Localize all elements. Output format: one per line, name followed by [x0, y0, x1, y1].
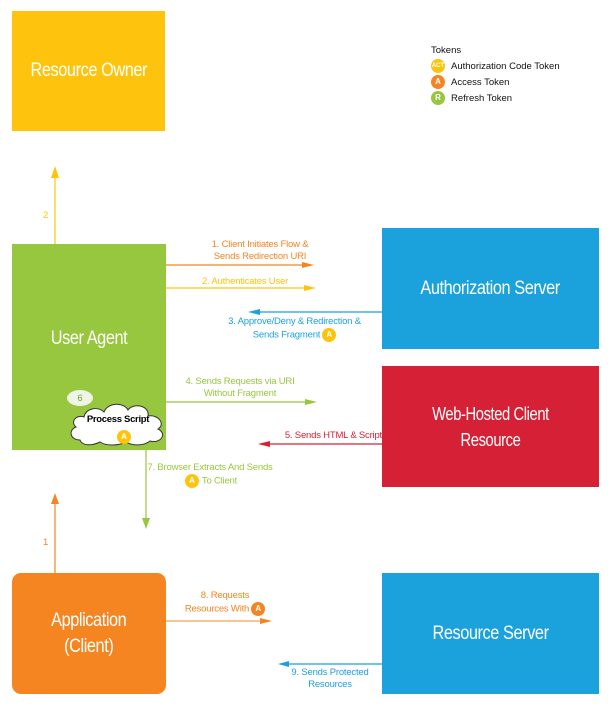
process-script-label: Process Script — [86, 414, 150, 425]
step-9-line2: Resources — [308, 679, 352, 690]
authorization-server-node: Authorization Server — [382, 228, 599, 349]
application-client-label: Application (Client) — [51, 608, 127, 660]
legend-item-label: Access Token — [451, 76, 510, 88]
step-4-line2: Without Fragment — [203, 388, 277, 399]
resource-server-label: Resource Server — [432, 622, 549, 644]
resource-server-node: Resource Server — [382, 573, 599, 694]
step-9-head — [278, 661, 289, 667]
resource-owner-node: Resource Owner — [12, 11, 165, 131]
step-3-line1: 3. Approve/Deny & Redirection & — [228, 316, 361, 327]
step-4-line1: 4. Sends Requests via URI — [185, 376, 295, 387]
legend-item: R Refresh Token — [431, 90, 560, 106]
application-label-line2: (Client) — [64, 635, 114, 657]
access-token-icon: A — [184, 474, 199, 488]
token-legend: Tokens ACT Authorization Code Token A Ac… — [431, 45, 560, 106]
step-7-line1: 7. Browser Extracts And Sends — [147, 462, 273, 473]
application-client-node: Application (Client) — [12, 573, 166, 694]
legend-item: ACT Authorization Code Token — [431, 58, 560, 74]
legend-item: A Access Token — [431, 74, 560, 90]
arrow-2-label: 2 — [43, 210, 49, 221]
step-5-line1: 5. Sends HTML & Script — [284, 430, 382, 441]
cloud-icon — [70, 403, 163, 446]
cloud-token-badge: A — [117, 428, 132, 444]
step-1-line1: 1. Client Initiates Flow & — [211, 239, 309, 250]
step-3-label: 3. Approve/Deny & Redirection & Sends Fr… — [207, 316, 382, 342]
access-token-icon: A — [431, 75, 445, 89]
user-agent-label: User Agent — [50, 328, 128, 349]
legend-item-label: Authorization Code Token — [451, 60, 560, 72]
step-1-head — [302, 262, 314, 268]
step-4-head — [305, 399, 317, 405]
application-label-line1: Application — [51, 609, 127, 631]
authorization-server-label: Authorization Server — [420, 277, 561, 299]
legend-title: Tokens — [431, 45, 462, 56]
step-4-label: 4. Sends Requests via URI Without Fragme… — [165, 376, 315, 400]
step-8-line1: 8. Requests — [200, 590, 250, 601]
step-9-line1: 9. Sends Protected — [291, 667, 369, 678]
step-5-head — [258, 441, 270, 447]
access-token-icon: A — [117, 429, 131, 444]
arrow-1-head — [51, 493, 59, 504]
step-8-head — [260, 618, 272, 624]
step-2-head — [304, 285, 316, 291]
web-hosted-client-node: Web-Hosted Client Resource — [382, 366, 599, 487]
resource-owner-label: Resource Owner — [30, 60, 147, 81]
step-1-line2: Sends Redirection URI — [213, 251, 307, 262]
step-9-label: 9. Sends Protected Resources — [280, 667, 380, 691]
step-2-line1: 2. Authenticates User — [201, 276, 289, 287]
step-7-line2: To Client — [201, 475, 238, 487]
step-2-label: 2. Authenticates User — [180, 276, 310, 288]
legend-item-label: Refresh Token — [451, 92, 513, 104]
step-5-label: 5. Sends HTML & Script — [268, 430, 382, 442]
step-3-line2: Sends Fragment — [252, 329, 321, 341]
step-7-head — [142, 518, 150, 529]
arrow-1-label: 1 — [43, 537, 49, 548]
access-token-icon: A — [251, 602, 266, 616]
step-8-line2: Resources With — [184, 603, 250, 615]
web-hosted-client-label: Web-Hosted Client Resource — [432, 403, 549, 450]
arrow-2-head — [51, 166, 59, 178]
authorization-code-token-icon: ACT — [431, 59, 445, 73]
step-1-label: 1. Client Initiates Flow & Sends Redirec… — [180, 239, 340, 263]
step-6-badge: 6 — [67, 390, 93, 406]
step-3-head — [248, 309, 260, 315]
refresh-token-icon: R — [431, 91, 445, 105]
access-token-icon: A — [322, 328, 337, 342]
